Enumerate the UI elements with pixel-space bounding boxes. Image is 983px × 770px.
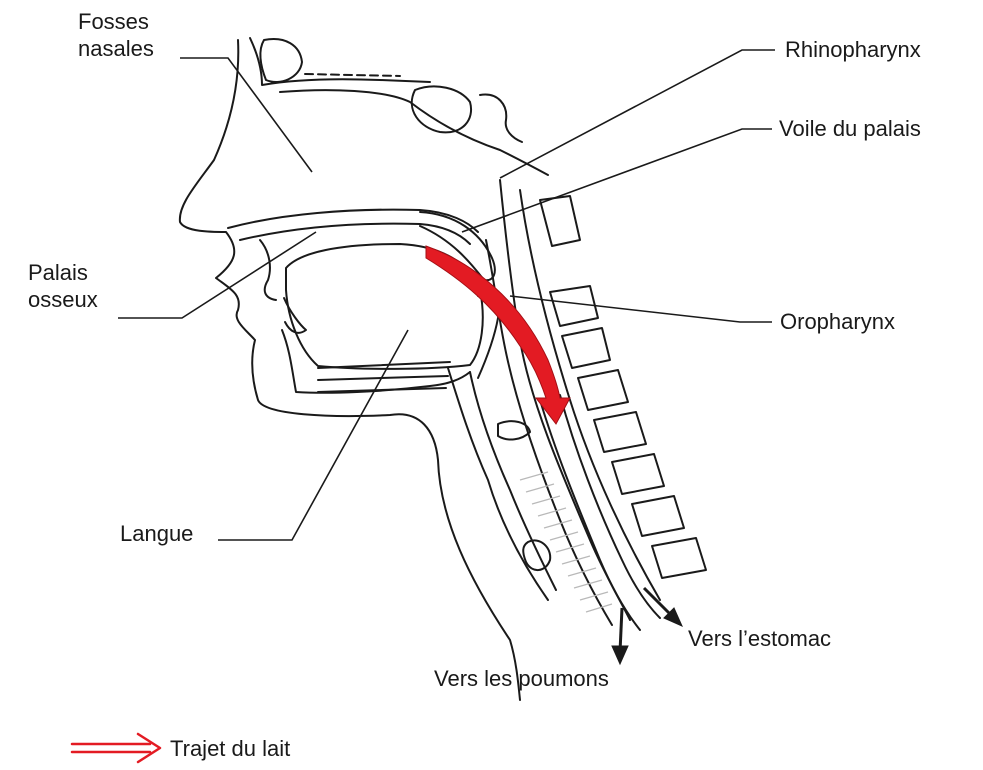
label-voile-du-palais: Voile du palais xyxy=(779,115,921,142)
label-langue: Langue xyxy=(120,520,193,547)
label-rhinopharynx: Rhinopharynx xyxy=(785,36,921,63)
upper-lip-incisor xyxy=(260,240,276,300)
leader-oropharynx xyxy=(510,296,772,322)
legend-arrow xyxy=(72,734,160,762)
arrow-vers-poumons xyxy=(620,608,622,652)
frontal-sinus-outline xyxy=(260,39,302,82)
legend-label: Trajet du lait xyxy=(170,735,290,762)
sella-outline xyxy=(480,95,522,142)
label-palais-osseux: Palais osseux xyxy=(28,259,98,313)
esophagus-anterior xyxy=(540,400,640,630)
leader-rhinopharynx xyxy=(500,50,775,178)
larynx-anterior xyxy=(448,368,548,600)
lower-incisor xyxy=(284,298,306,333)
milk-path-arrow xyxy=(426,246,570,424)
label-fosses-nasales: Fosses nasales xyxy=(78,8,154,62)
hard-palate-outline xyxy=(228,210,478,232)
face-profile-outline xyxy=(180,40,520,700)
label-vers-estomac: Vers l’estomac xyxy=(688,625,831,652)
hyoid-muscle xyxy=(318,362,450,392)
leader-voile-du-palais xyxy=(462,129,772,232)
cricoid-cartilage xyxy=(523,540,550,570)
cervical-vertebrae xyxy=(540,196,706,578)
nasal-bone-outline xyxy=(250,38,430,85)
cribriform-plate xyxy=(305,74,400,76)
label-vers-poumons: Vers les poumons xyxy=(434,665,609,692)
label-oropharynx: Oropharynx xyxy=(780,308,895,335)
leader-fosses-nasales xyxy=(180,58,312,172)
arrow-vers-poumons-head xyxy=(612,646,628,664)
